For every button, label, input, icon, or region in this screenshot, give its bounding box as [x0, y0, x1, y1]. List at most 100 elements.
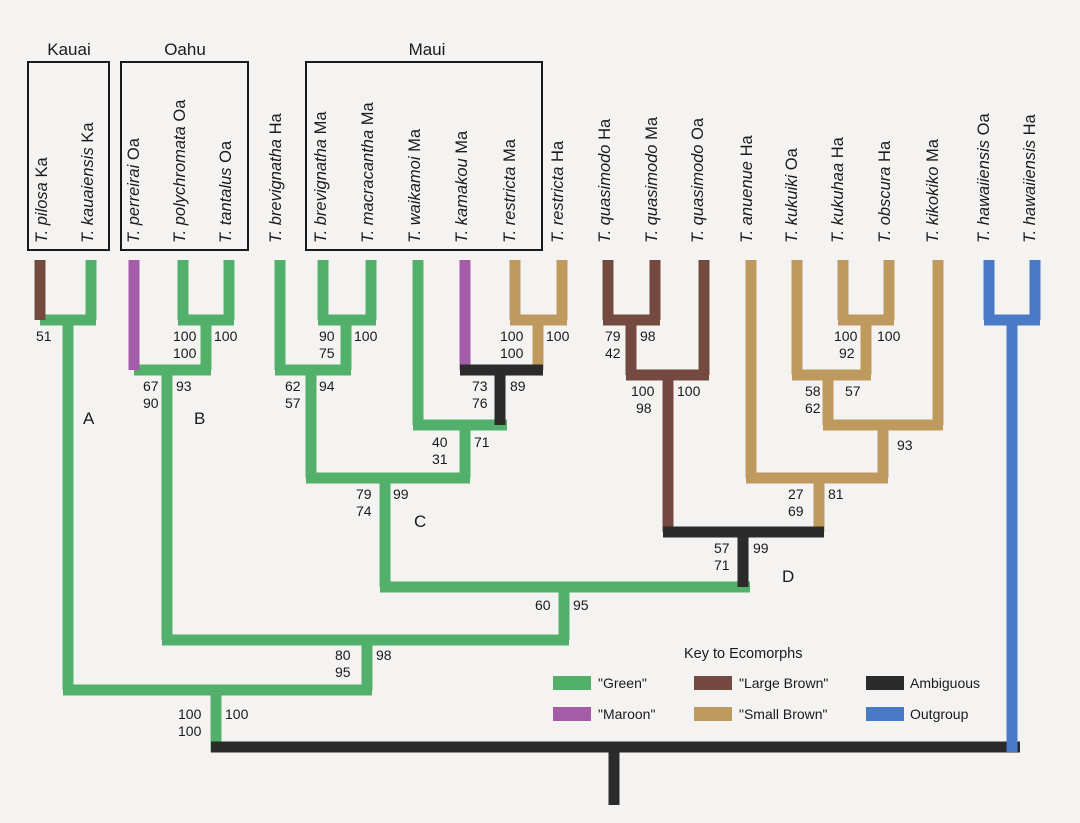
clade-label-c: C: [414, 512, 426, 531]
support-value: 60: [535, 597, 551, 613]
support-value: 75: [319, 345, 335, 361]
clade-label-a: A: [83, 409, 95, 428]
support-value: 100: [834, 328, 858, 344]
support-value: 100: [173, 328, 197, 344]
branches-green: [40, 260, 750, 752]
support-value: 100: [354, 328, 378, 344]
support-value: 93: [176, 378, 192, 394]
tip-labels: T. pilosa Ka T. kauaiensis Ka T. perreir…: [33, 99, 1039, 243]
support-value: 42: [605, 345, 621, 361]
support-value: 90: [143, 395, 159, 411]
branches: [34, 260, 1041, 805]
tip-label: T. quasimodo Ma: [643, 116, 661, 243]
tip-label: T. pilosa Ka: [33, 157, 51, 243]
tip-label: T. anuenue Ha: [738, 134, 756, 243]
tip-label: T. restricta Ma: [501, 138, 519, 243]
support-value: 99: [753, 540, 769, 556]
support-value: 100: [225, 706, 249, 722]
support-value: 51: [36, 328, 52, 344]
tip-label: T. kukuhaa Ha: [829, 136, 847, 243]
branch: [791, 260, 895, 425]
support-value: 73: [472, 378, 488, 394]
support-value: 90: [319, 328, 335, 344]
support-value: 98: [376, 647, 392, 663]
support-value: 95: [335, 664, 351, 680]
support-value: 67: [143, 378, 159, 394]
branch: [663, 526, 824, 587]
legend-swatch: [866, 707, 904, 721]
support-value: 100: [500, 345, 524, 361]
tip-label: T. kikokiko Ma: [924, 138, 942, 243]
support-value: 71: [474, 434, 490, 450]
ecomorph-legend: Key to Ecomorphs "Green" "Large Brown" A…: [553, 646, 980, 722]
tip-label: T. brevignatha Ma: [312, 111, 330, 243]
support-value: 62: [285, 378, 301, 394]
support-value: 94: [319, 378, 335, 394]
tip-label: T. perreirai Oa: [125, 137, 143, 243]
support-value: 98: [636, 400, 652, 416]
support-value: 95: [573, 597, 589, 613]
support-value: 100: [877, 328, 901, 344]
legend-label: "Green": [598, 675, 647, 691]
tip-label: T. kamakou Ma: [453, 130, 471, 243]
branch: [602, 260, 710, 532]
tip-label: T. obscura Ha: [876, 140, 894, 243]
support-value: 99: [393, 486, 409, 502]
clade-labels: A B C D: [83, 409, 794, 586]
legend-swatch: [694, 676, 732, 690]
tip-label: T. tantalus Oa: [217, 140, 235, 243]
branch: [211, 741, 1020, 805]
tip-label: T. quasimodo Ha: [596, 118, 614, 243]
support-value: 92: [839, 345, 855, 361]
legend-swatch: [866, 676, 904, 690]
legend-label: "Small Brown": [739, 706, 828, 722]
tip-label: T. waikamoi Ma: [406, 128, 424, 243]
support-value: 76: [472, 395, 488, 411]
branch: [134, 260, 235, 640]
clade-label-d: D: [782, 567, 794, 586]
legend-label: "Maroon": [598, 706, 655, 722]
branches-ambiguous: [211, 364, 1020, 805]
support-value: 57: [845, 383, 861, 399]
tip-label: T. hawaiiensis Oa: [975, 113, 993, 243]
support-value: 57: [285, 395, 301, 411]
branch: [509, 260, 568, 370]
support-value: 81: [828, 486, 844, 502]
support-value: 71: [714, 557, 730, 573]
tip-label: T. kukuiki Oa: [783, 147, 801, 243]
legend-label: Outgroup: [910, 706, 969, 722]
legend-swatch: [694, 707, 732, 721]
clade-label-b: B: [194, 409, 205, 428]
tip-label: T. brevignatha Ha: [267, 113, 285, 243]
support-value: 80: [335, 647, 351, 663]
legend-label: Ambiguous: [910, 675, 980, 691]
support-value: 69: [788, 503, 804, 519]
support-value: 62: [805, 400, 821, 416]
support-value: 74: [356, 503, 372, 519]
branches-outgroup: [983, 260, 1041, 752]
tip-label: T. kauaiensis Ka: [79, 122, 97, 243]
support-values: 51 100 100 100 67 90 93 90 75 100 62 57 …: [36, 328, 913, 739]
tip-label: T. macracantha Ma: [359, 102, 377, 243]
legend-title: Key to Ecomorphs: [684, 646, 802, 662]
tip-label: T. restricta Ha: [549, 140, 567, 243]
branch: [983, 260, 1041, 752]
support-value: 100: [500, 328, 524, 344]
tip-label: T. quasimodo Oa: [689, 117, 707, 243]
oahu-box: [120, 61, 249, 251]
island-header-kauai: Kauai: [47, 40, 90, 59]
tip-label: T. polychromata Oa: [171, 99, 189, 243]
support-value: 27: [788, 486, 804, 502]
branch: [306, 260, 507, 587]
tip-label: T. hawaiiensis Ha: [1021, 113, 1039, 243]
kauai-box: [27, 61, 110, 251]
island-header-maui: Maui: [409, 40, 446, 59]
support-value: 100: [677, 383, 701, 399]
support-value: 100: [178, 706, 202, 722]
legend-swatch: [553, 676, 591, 690]
support-value: 79: [356, 486, 372, 502]
support-value: 100: [173, 345, 197, 361]
island-boxes: [27, 61, 543, 251]
